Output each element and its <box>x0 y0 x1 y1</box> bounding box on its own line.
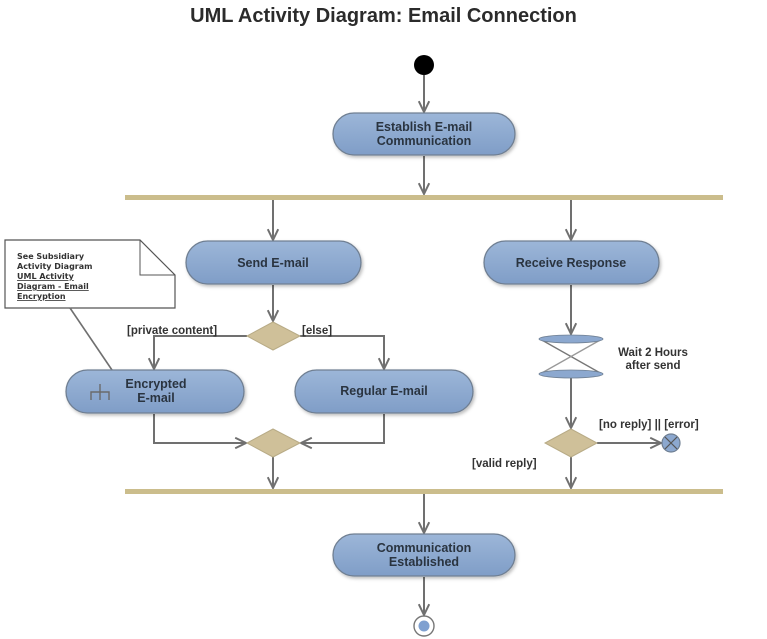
note-line: See Subsidiary <box>17 252 85 261</box>
edge-decision1-to-encrypted[interactable] <box>147 335 247 372</box>
edge-join-to-established[interactable] <box>417 494 431 536</box>
edge-decision2-to-join[interactable] <box>564 457 578 491</box>
edge-line <box>301 414 385 444</box>
edge-decision1-to-regular[interactable] <box>300 335 391 372</box>
edge-line <box>153 335 247 369</box>
edge-line <box>300 335 385 369</box>
edge-fork-to-send[interactable] <box>266 200 280 243</box>
edge-decision2-to-flow_final[interactable] <box>597 436 664 450</box>
guard-private-content: [private content] <box>127 325 217 337</box>
edge-start-to-establish[interactable] <box>417 75 431 115</box>
note-line: Activity Diagram <box>17 262 92 271</box>
arrowhead-icon <box>564 416 578 431</box>
action-receive-response[interactable]: Receive Response <box>483 240 660 285</box>
note-link[interactable]: Diagram - Email <box>17 282 89 291</box>
edge-regular-to-merge1[interactable] <box>298 414 385 450</box>
note-link[interactable]: UML Activity <box>17 272 75 281</box>
edge-fork-to-receive[interactable] <box>564 200 578 243</box>
action-communication-established[interactable]: Communication Established <box>332 533 516 577</box>
action-label: Send E-mail <box>237 256 309 270</box>
action-regular-email[interactable]: Regular E-mail <box>294 369 474 414</box>
action-label: Receive Response <box>516 256 627 270</box>
edge-establish-to-fork[interactable] <box>417 156 431 197</box>
edge-line <box>153 414 246 444</box>
arrowhead-icon <box>266 228 280 243</box>
action-label: E-mail <box>137 391 175 405</box>
note: See Subsidiary Activity Diagram UML Acti… <box>4 239 176 371</box>
note-fold <box>139 240 175 276</box>
arrowhead-icon <box>417 521 431 536</box>
call-behavior-icon <box>90 384 110 400</box>
note-shape <box>4 239 176 309</box>
guard-else: [else] <box>302 325 332 337</box>
action-encrypted-email[interactable]: Encrypted E-mail <box>65 369 245 414</box>
decision-send-type[interactable] <box>245 321 302 351</box>
arrowhead-icon <box>564 476 578 491</box>
note-link[interactable]: Encryption <box>17 292 66 301</box>
activity-final-node[interactable] <box>413 615 435 637</box>
action-establish[interactable]: Establish E-mail Communication <box>332 112 516 156</box>
guard-no-reply-error: [no reply] || [error] <box>599 419 699 431</box>
action-label: Communication <box>377 134 471 148</box>
note-connector <box>69 307 113 371</box>
diagram-title: UML Activity Diagram: Email Connection <box>190 5 577 27</box>
edge-encrypted-to-merge1[interactable] <box>153 414 249 450</box>
merge-email[interactable] <box>245 428 302 458</box>
arrowhead-icon <box>417 100 431 115</box>
initial-node[interactable] <box>414 55 434 75</box>
edge-wait-to-decision2[interactable] <box>564 378 578 431</box>
arrowhead-icon <box>377 357 391 372</box>
flow-final-node[interactable] <box>661 433 681 453</box>
action-label: Establish E-mail <box>376 120 473 134</box>
arrowhead-icon <box>649 436 664 450</box>
arrowhead-icon <box>417 182 431 197</box>
fork-bar[interactable] <box>125 195 723 200</box>
arrowhead-icon <box>417 603 431 618</box>
action-label: Regular E-mail <box>340 384 428 398</box>
time-event-label: Wait 2 Hours <box>618 347 688 359</box>
arrowhead-icon <box>147 357 161 372</box>
guard-valid-reply: [valid reply] <box>472 458 537 470</box>
time-event-label: after send <box>626 360 681 372</box>
arrowhead-icon <box>266 309 280 324</box>
edge-receive-to-wait[interactable] <box>564 285 578 337</box>
action-label: Communication <box>377 541 471 555</box>
action-label: Encrypted <box>125 377 186 391</box>
edge-established-to-end[interactable] <box>417 577 431 618</box>
action-send-email[interactable]: Send E-mail <box>185 240 362 285</box>
arrowhead-icon <box>564 228 578 243</box>
edge-send-to-decision1[interactable] <box>266 285 280 324</box>
action-label: Established <box>389 555 459 569</box>
decision-reply[interactable] <box>543 428 599 458</box>
arrowhead-icon <box>266 476 280 491</box>
join-bar[interactable] <box>125 489 723 494</box>
time-event-wait[interactable] <box>538 334 604 379</box>
edge-merge1-to-join[interactable] <box>266 457 280 491</box>
arrowhead-icon <box>564 322 578 337</box>
